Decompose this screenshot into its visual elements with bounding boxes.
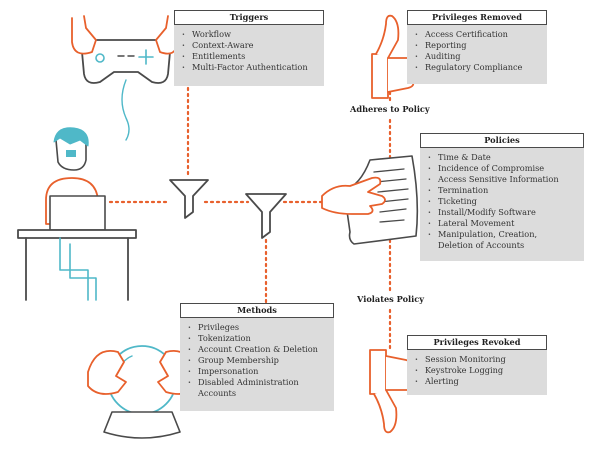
policies-box: Policies Time & Date Incidence of Compro… [420, 133, 584, 261]
list-item: Session Monitoring [415, 354, 543, 365]
privileges-revoked-list: Session Monitoring Keystroke Logging Ale… [415, 354, 543, 387]
list-item: Impersonation [188, 366, 330, 377]
privileges-revoked-title: Privileges Revoked [407, 335, 547, 350]
list-item: Ticketing [428, 196, 580, 207]
list-item: Workflow [182, 29, 320, 40]
methods-title: Methods [180, 303, 334, 318]
crystal-ball-icon [87, 345, 197, 439]
triggers-title: Triggers [174, 10, 324, 25]
list-item: Lateral Movement [428, 218, 580, 229]
list-item: Privileges [188, 322, 330, 333]
list-item: Alerting [415, 376, 543, 387]
privileges-removed-box: Privileges Removed Access Certification … [407, 10, 547, 84]
list-item: Context-Aware [182, 40, 320, 51]
list-item: Install/Modify Software [428, 207, 580, 218]
methods-box: Methods Privileges Tokenization Account … [180, 303, 334, 411]
list-item: Access Certification [415, 29, 543, 40]
list-item: Entitlements [182, 51, 320, 62]
list-item: Multi-Factor Authentication [182, 62, 320, 73]
privileges-removed-title: Privileges Removed [407, 10, 547, 25]
adheres-to-policy-label: Adheres to Policy [350, 104, 430, 114]
document-hand-icon [321, 155, 419, 245]
list-item: Disabled Administration Accounts [188, 377, 316, 399]
privileges-revoked-box: Privileges Revoked Session Monitoring Ke… [407, 335, 547, 395]
list-item: Account Creation & Deletion [188, 344, 330, 355]
list-item: Regulatory Compliance [415, 62, 543, 73]
gamepad-hands-icon [71, 15, 179, 141]
methods-list: Privileges Tokenization Account Creation… [188, 322, 330, 399]
list-item: Keystroke Logging [415, 365, 543, 376]
privileges-removed-list: Access Certification Reporting Auditing … [415, 29, 543, 73]
policies-title: Policies [420, 133, 584, 148]
person-at-desk-icon [17, 127, 137, 301]
funnel-icon [169, 179, 287, 239]
list-item: Tokenization [188, 333, 330, 344]
policies-list: Time & Date Incidence of Compromise Acce… [428, 152, 580, 251]
list-item: Time & Date [428, 152, 580, 163]
list-item: Group Membership [188, 355, 330, 366]
list-item: Manipulation, Creation, Deletion of Acco… [428, 229, 548, 251]
list-item: Reporting [415, 40, 543, 51]
triggers-box: Triggers Workflow Context-Aware Entitlem… [174, 10, 324, 86]
list-item: Incidence of Compromise [428, 163, 580, 174]
list-item: Auditing [415, 51, 543, 62]
list-item: Termination [428, 185, 580, 196]
list-item: Access Sensitive Information [428, 174, 580, 185]
triggers-list: Workflow Context-Aware Entitlements Mult… [182, 29, 320, 73]
violates-policy-label: Violates Policy [357, 294, 425, 304]
